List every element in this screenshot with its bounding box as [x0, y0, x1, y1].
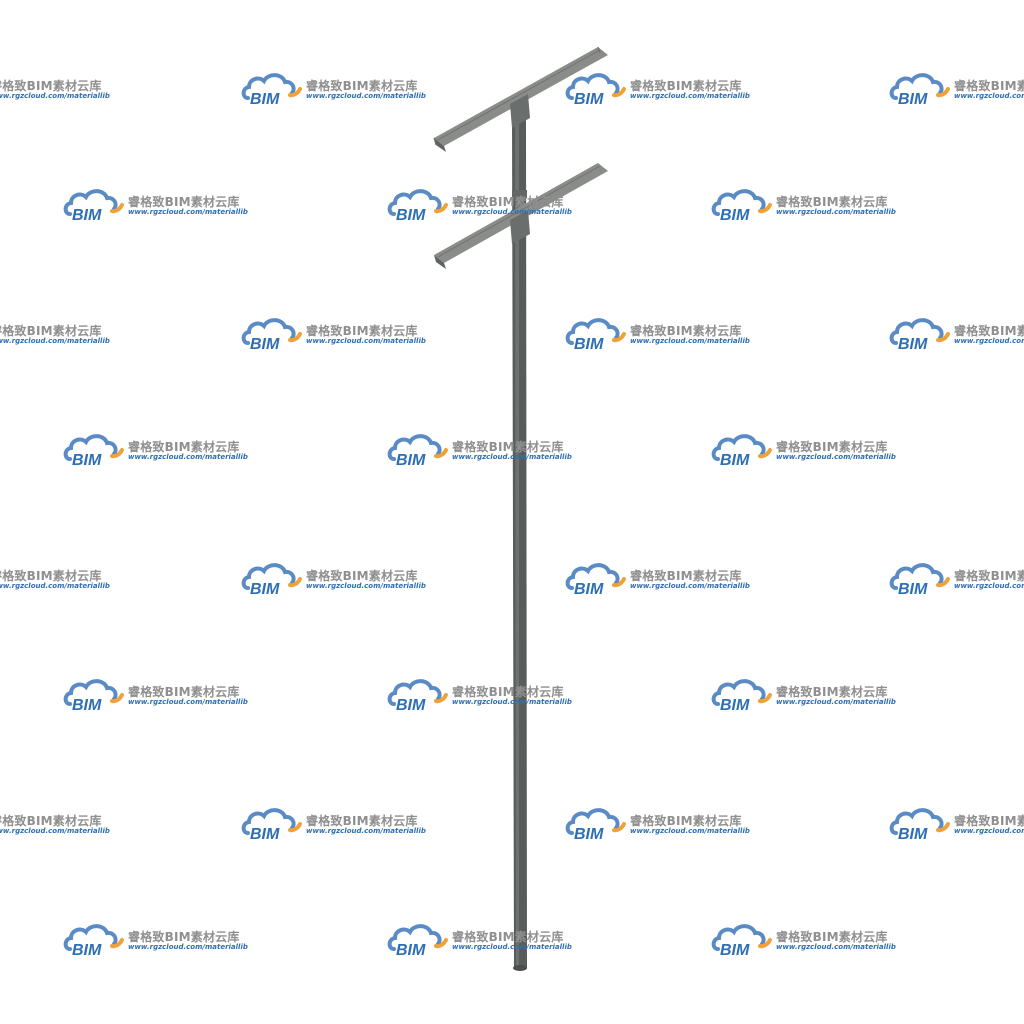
pole-shaft: [512, 116, 527, 968]
lower-crossarm: [434, 163, 608, 269]
upper-crossarm: [433, 46, 608, 152]
pole-base: [513, 965, 527, 971]
lower-bracket: [510, 210, 530, 244]
pole-band: [512, 190, 527, 198]
pole-shaft-highlight: [515, 118, 519, 966]
upper-bracket: [510, 94, 530, 128]
